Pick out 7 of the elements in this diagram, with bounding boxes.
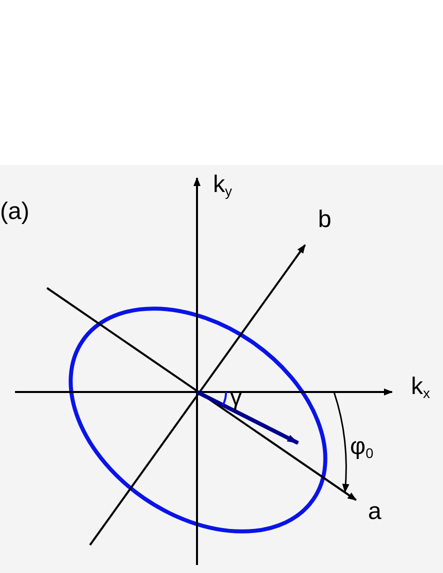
axis-label: k$_{y}$ bbox=[213, 173, 232, 198]
angle-label: γ bbox=[230, 386, 242, 410]
axis-label: k$_{x}$ bbox=[411, 375, 430, 400]
axis-label: b bbox=[318, 208, 332, 232]
angle-label: φ$_{0}$ bbox=[350, 435, 374, 460]
axis-label: a bbox=[368, 500, 382, 524]
panel-label: (a) bbox=[0, 200, 30, 224]
